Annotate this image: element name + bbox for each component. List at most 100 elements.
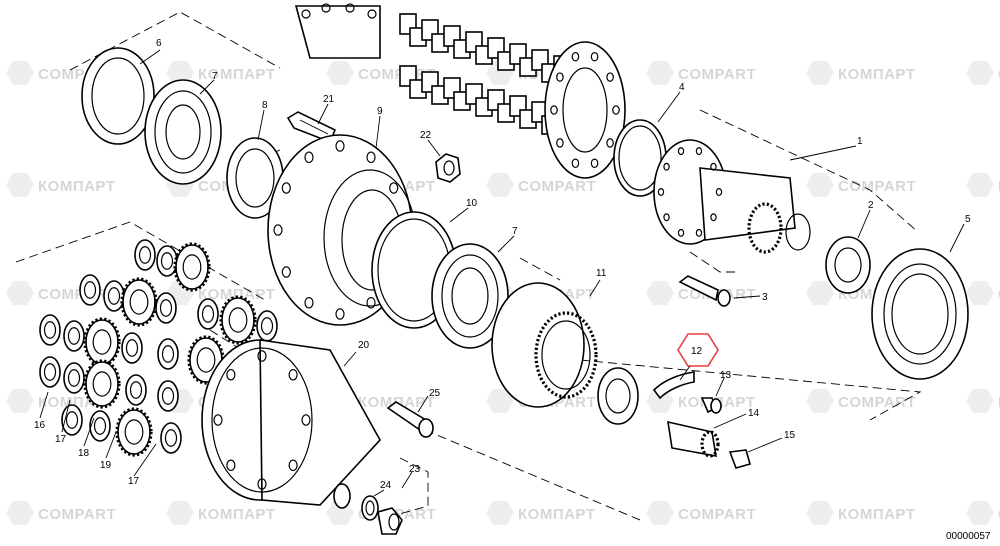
watermark-logo-icon xyxy=(6,61,34,85)
bolt-hole xyxy=(590,51,599,62)
bolt-hole xyxy=(677,228,685,237)
watermark-logo-icon xyxy=(326,501,354,525)
label-part-21: 21 xyxy=(323,94,335,105)
watermark-logo-icon xyxy=(6,281,34,305)
bolt-hole xyxy=(335,308,345,320)
bore xyxy=(83,281,97,299)
bore xyxy=(65,411,79,429)
watermark-logo-icon xyxy=(486,173,514,197)
watermark-tile: КОМПАРТ xyxy=(806,61,915,85)
bolt-hole xyxy=(715,188,723,196)
bolt-hole xyxy=(677,147,685,156)
part-1-spindle xyxy=(653,139,811,254)
bolt-hole xyxy=(226,368,236,381)
planet-gears-set xyxy=(39,239,278,457)
watermark-logo-icon xyxy=(326,61,354,85)
bore xyxy=(92,329,112,355)
bolt-hole xyxy=(695,147,703,156)
bolt-hole xyxy=(226,459,236,472)
watermark-logo-icon xyxy=(646,61,674,85)
gear-teeth xyxy=(115,407,153,457)
watermark-logo-icon xyxy=(966,501,994,525)
highlight-hexagon[interactable] xyxy=(677,333,719,367)
watermark-brand-text: COMPART xyxy=(998,506,1000,523)
snap-ring xyxy=(63,362,85,394)
snap-ring xyxy=(197,298,219,330)
label-part-9: 9 xyxy=(377,106,383,117)
label-part-25: 25 xyxy=(429,388,441,399)
watermark-brand-text: КОМПАРТ xyxy=(38,178,115,195)
label-part-17-left: 17 xyxy=(55,434,67,445)
label-part-22: 22 xyxy=(420,130,432,141)
watermark-tile: КОМПАРТ xyxy=(166,501,275,525)
bore xyxy=(124,419,144,445)
gear-teeth xyxy=(173,242,211,292)
watermark-brand-text: КОМПАРТ xyxy=(198,66,275,83)
bolt-hole xyxy=(304,151,314,164)
part-15-clip xyxy=(728,449,751,469)
assembly-guide-lines xyxy=(15,11,922,521)
bolt-hole xyxy=(590,158,599,169)
label-part-11: 11 xyxy=(596,268,607,279)
part-20-planet-carrier xyxy=(201,339,381,506)
watermark-logo-icon xyxy=(6,173,34,197)
bolt-hole xyxy=(571,51,580,62)
label-part-12[interactable]: 12 xyxy=(691,346,703,357)
watermark-tile: КОМПАРТ xyxy=(966,389,1000,413)
snap-ring xyxy=(160,422,182,454)
bore xyxy=(129,381,143,399)
label-part-18: 18 xyxy=(78,448,90,459)
bore xyxy=(196,347,216,373)
watermark-tile: COMPART xyxy=(646,501,756,525)
label-part-16: 16 xyxy=(34,420,46,431)
callout-labels: 6 7 8 21 9 22 10 7 11 4 1 2 5 3 13 14 15… xyxy=(34,38,971,491)
watermark-tile: COMPART xyxy=(806,173,916,197)
bolt-hole xyxy=(301,414,311,426)
bore xyxy=(107,287,121,305)
watermark-tile: КОМПАРТ xyxy=(966,173,1000,197)
snap-ring xyxy=(157,338,179,370)
snap-ring xyxy=(157,380,179,412)
label-part-10: 10 xyxy=(466,198,478,209)
gear-teeth xyxy=(219,295,257,345)
watermark-logo-icon xyxy=(806,501,834,525)
bolt-hole xyxy=(304,296,314,309)
part-5-seal xyxy=(871,248,969,380)
snap-ring xyxy=(155,292,177,324)
watermark-tile: COMPART xyxy=(966,281,1000,305)
bolt-hole xyxy=(213,414,223,426)
label-part-17-bottom: 17 xyxy=(128,476,140,487)
watermark-logo-icon xyxy=(966,173,994,197)
bore xyxy=(129,289,149,315)
watermark-tile: COMPART xyxy=(806,389,916,413)
watermark-logo-icon xyxy=(166,61,194,85)
snap-ring xyxy=(39,314,61,346)
part-11-ring-gear xyxy=(491,282,598,408)
watermark-tile: COMPART xyxy=(486,173,596,197)
bolt-hole xyxy=(571,158,580,169)
bore xyxy=(164,429,178,447)
bore xyxy=(160,252,174,270)
label-part-7-lower: 7 xyxy=(512,226,518,237)
snap-ring xyxy=(39,356,61,388)
watermark-brand-text: КОМПАРТ xyxy=(998,178,1000,195)
bolt-hole xyxy=(288,368,298,381)
watermark-logo-icon xyxy=(966,61,994,85)
watermark-brand-text: КОМПАРТ xyxy=(198,286,275,303)
watermark-brand-text: COMPART xyxy=(998,66,1000,83)
snap-ring xyxy=(256,310,278,342)
watermark-logo-icon xyxy=(806,173,834,197)
highlighted-callout-part-12[interactable]: 12 xyxy=(677,333,719,381)
gear-teeth xyxy=(83,359,121,409)
label-part-5: 5 xyxy=(965,214,971,225)
part-6-seal xyxy=(81,47,155,145)
label-part-23: 23 xyxy=(409,464,421,475)
bolt-hole xyxy=(366,151,376,164)
watermark-logo-icon xyxy=(646,281,674,305)
bolt-hole xyxy=(366,296,376,309)
bore xyxy=(92,371,112,397)
part-7-roller-bearing xyxy=(144,79,222,185)
watermark-brand-text: КОМПАРТ xyxy=(838,506,915,523)
bore xyxy=(201,305,215,323)
part-24-washer xyxy=(333,483,379,521)
